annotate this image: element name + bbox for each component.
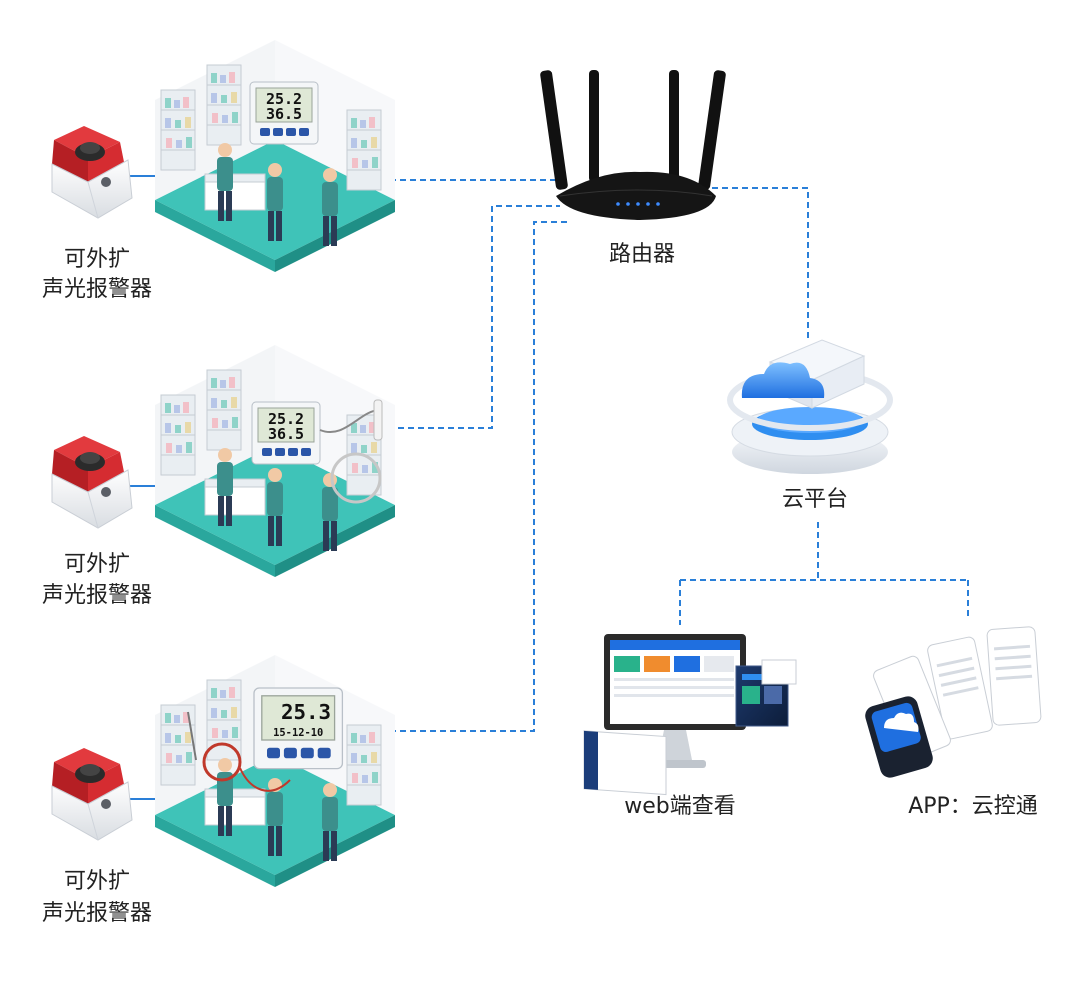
alarm-label-3-line1: 可外扩 xyxy=(64,869,130,894)
alarm-label-2-line1: 可外扩 xyxy=(64,552,130,577)
web-monitor-icon xyxy=(583,634,797,796)
sensor-3-line2: 15-12-10 xyxy=(273,727,323,739)
alarm-label-3-line2: 声光报警器 xyxy=(42,901,152,926)
sensor-2-line2: 36.5 xyxy=(268,425,304,443)
sensor-1-line2: 36.5 xyxy=(266,105,302,123)
router-label: 路由器 xyxy=(609,242,675,267)
sensor-1: 25.2 36.5 xyxy=(249,81,319,145)
alarm-device-1 xyxy=(51,125,133,219)
sensor-2: 25.2 36.5 xyxy=(251,401,321,465)
alarm-device-2 xyxy=(51,435,133,529)
alarm-label-2-line2: 声光报警器 xyxy=(42,583,152,608)
app-label: APP：云控通 xyxy=(908,794,1038,819)
sensor-2-line1: 25.2 xyxy=(268,410,304,428)
sensor-3: 25.3 15-12-10 xyxy=(253,687,344,770)
sensor-2-probe xyxy=(319,399,383,504)
cloud-platform-icon xyxy=(727,339,893,474)
pharmacy-room-1 xyxy=(155,40,395,272)
alarm-label-1-line1: 可外扩 xyxy=(64,247,130,272)
alarm-device-3 xyxy=(51,747,133,841)
cloud-platform-label: 云平台 xyxy=(782,487,848,512)
app-phones-icon xyxy=(865,626,1042,778)
sensor-1-line1: 25.2 xyxy=(266,90,302,108)
web-label: web端查看 xyxy=(624,794,736,819)
sensor-3-line1: 25.3 xyxy=(281,700,331,724)
sensor-3-probe xyxy=(187,711,291,792)
router-device xyxy=(540,70,726,220)
alarm-label-1-line2: 声光报警器 xyxy=(42,277,152,302)
